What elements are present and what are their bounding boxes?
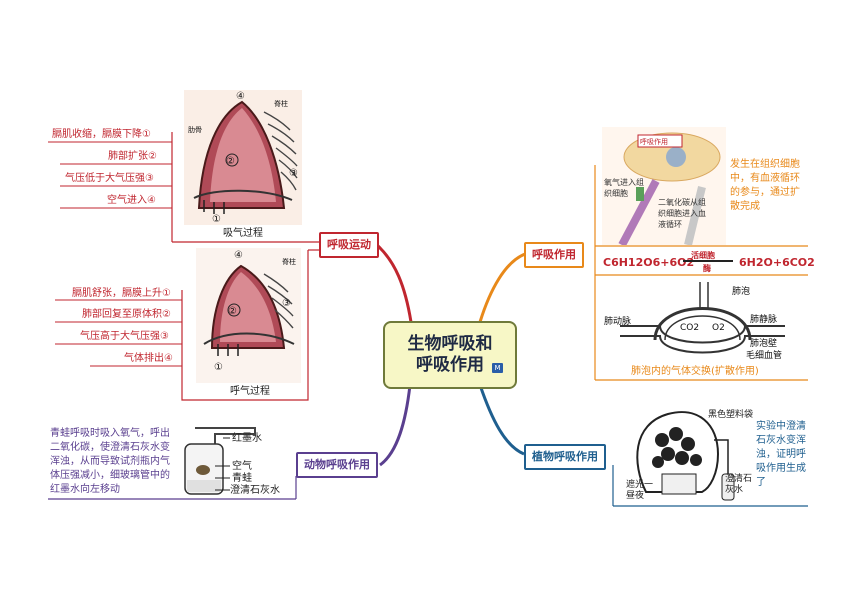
equation-condition-bottom: 酶 — [703, 264, 711, 273]
plant-experiment-figure — [618, 404, 758, 504]
rib-label: 肋骨 — [188, 125, 202, 134]
frog-label-air: 空气 — [232, 461, 252, 472]
inhale-label-1: ① — [212, 214, 221, 225]
inhale-caption: 吸气过程 — [223, 228, 263, 239]
exhale-label-2: ② — [228, 306, 237, 317]
thorax-exhale-illustration: ② ④ ③ ① 脊柱 — [203, 250, 296, 373]
alveolus-figure: CO2 O2 肺泡 肺动脉 肺静脉 肺泡壁 毛细血管 — [600, 278, 805, 364]
exhale-item: 肺部回复至原体积② — [82, 309, 171, 320]
plant-label-dark: 遮光一昼夜 — [626, 480, 654, 501]
alveolus-label: 肺泡 — [732, 285, 750, 297]
spine-label: 脊柱 — [274, 99, 288, 108]
inhale-item: 膈肌收缩，膈膜下降① — [52, 129, 151, 140]
central-topic[interactable]: 生物呼吸和呼吸作用 M — [383, 321, 517, 389]
frog-label-limewater: 澄清石灰水 — [230, 485, 280, 496]
cell-top-label: 呼吸作用 — [640, 137, 668, 146]
wall-label: 肺泡壁 — [750, 337, 777, 349]
exhale-figure: ② ④ ③ ① 脊柱 — [196, 248, 301, 383]
respiration-equation: C6H12O6+6O2 活细胞 酶 6H2O+6CO2 — [603, 250, 815, 274]
plant-note: 实验中澄清石灰水变浑浊，证明呼吸作用生成了 — [756, 421, 806, 488]
equation-products: 6H2O+6CO2 — [739, 256, 815, 269]
equation-condition-top: 活细胞 — [691, 251, 715, 260]
inhale-label-2: ② — [226, 156, 235, 167]
branch-animal-respiration[interactable]: 动物呼吸作用 — [296, 452, 378, 478]
alveolus-illustration: CO2 O2 肺泡 肺动脉 肺静脉 肺泡壁 毛细血管 — [604, 282, 785, 361]
alveolus-caption: 肺泡内的气体交换(扩散作用) — [631, 366, 759, 377]
tissue-cell-figure: 呼吸作用 氧气进入组织细胞 二氧化碳从组织细胞进入血液循环 — [602, 127, 726, 247]
inhale-figure: ② ④ ③ ① 肋骨 脊柱 — [184, 90, 302, 225]
central-title: 生物呼吸和呼吸作用 — [407, 334, 493, 375]
tissue-cell-illustration: 呼吸作用 氧气进入组织细胞 二氧化碳从组织细胞进入血液循环 — [604, 132, 721, 247]
exhale-item: 气压高于大气压强③ — [80, 331, 169, 342]
inhale-label-4: ④ — [236, 91, 245, 102]
respiration-note: 发生在组织细胞中，有血液循环的参与，通过扩散完成 — [730, 159, 800, 212]
plant-label-bag: 黑色塑料袋 — [708, 410, 754, 420]
frog-label-ink: 红墨水 — [232, 433, 262, 444]
cell-oxygen-label: 氧气进入组织细胞 — [604, 178, 644, 198]
branch-breathing-movement[interactable]: 呼吸运动 — [319, 232, 379, 258]
exhale-item: 膈肌舒张，膈膜上升① — [72, 288, 171, 299]
exhale-spine-label: 脊柱 — [282, 257, 296, 266]
equation-reactants: C6H12O6+6O2 — [603, 256, 695, 269]
exhale-label-1: ① — [214, 362, 223, 373]
exhale-caption: 呼气过程 — [230, 386, 270, 397]
vein-label: 肺静脉 — [750, 313, 777, 325]
equation-arrow — [683, 260, 733, 262]
plant-bag-illustration — [636, 411, 735, 501]
capillary-label: 毛细血管 — [746, 349, 782, 361]
branch-plant-respiration[interactable]: 植物呼吸作用 — [524, 444, 606, 470]
thorax-inhale-illustration: ② ④ ③ ① 肋骨 脊柱 — [188, 91, 298, 225]
inhale-label-3: ③ — [289, 168, 298, 179]
exhale-label-3: ③ — [282, 298, 291, 309]
artery-label: 肺动脉 — [604, 315, 631, 327]
exhale-item: 气体排出④ — [124, 353, 173, 364]
alveolus-o2: O2 — [712, 323, 725, 333]
alveolus-co2: CO2 — [680, 323, 699, 333]
frog-experiment-figure — [175, 424, 295, 500]
cell-co2-label: 二氧化碳从组织细胞进入血液循环 — [658, 198, 706, 229]
plant-label-limewater: 澄清石灰水 — [725, 474, 753, 495]
animal-respiration-text: 青蛙呼吸时吸入氧气，呼出二氧化碳，使澄清石灰水变浑浊，从而导致试剂瓶内气体压强减… — [50, 428, 170, 495]
frog-jar-illustration — [184, 427, 256, 495]
mindmap-icon[interactable]: M — [492, 363, 503, 373]
inhale-item: 肺部扩张② — [108, 151, 157, 162]
inhale-item: 气压低于大气压强③ — [65, 173, 154, 184]
branch-respiration[interactable]: 呼吸作用 — [524, 242, 584, 268]
exhale-label-4: ④ — [234, 250, 243, 261]
inhale-item: 空气进入④ — [107, 195, 156, 206]
frog-label-frog: 青蛙 — [232, 473, 252, 484]
